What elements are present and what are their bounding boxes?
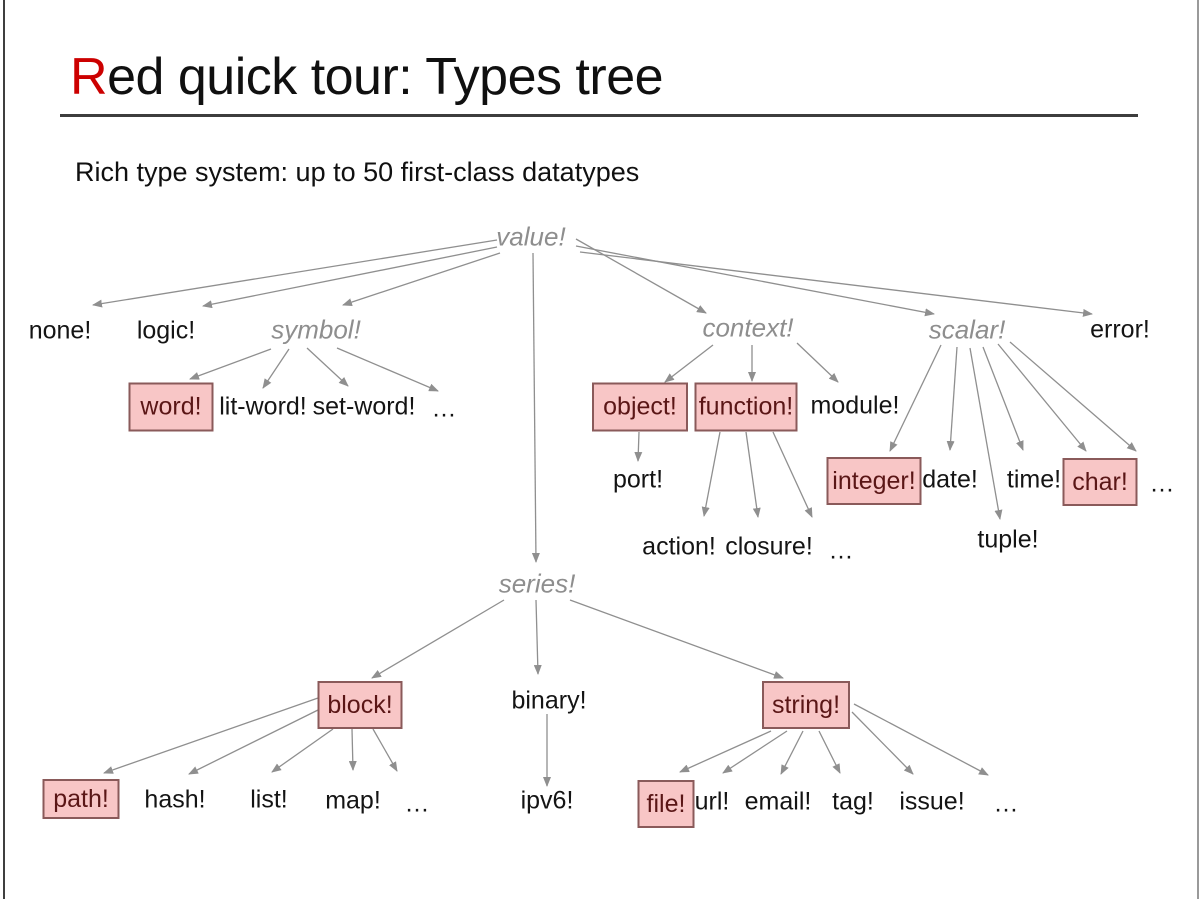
node-hash: hash! xyxy=(144,785,206,814)
node-char: char! xyxy=(1062,458,1138,506)
node-string: string! xyxy=(762,681,850,729)
edge-block-block-more xyxy=(372,728,398,772)
edge-symbol-word xyxy=(189,348,272,380)
node-tuple: tuple! xyxy=(977,525,1039,554)
edge-value-none xyxy=(92,239,498,308)
edge-function-function-more xyxy=(772,431,813,518)
edge-scalar-date xyxy=(946,346,958,451)
node-issue: issue! xyxy=(899,787,965,816)
edge-string-url xyxy=(722,730,788,774)
edge-scalar-integer xyxy=(889,344,942,452)
edge-object-port xyxy=(634,431,643,462)
node-time: time! xyxy=(1006,465,1062,494)
node-tag: tag! xyxy=(832,787,874,816)
edge-string-issue xyxy=(851,711,914,775)
node-scalar: scalar! xyxy=(928,314,1006,345)
node-error: error! xyxy=(1090,315,1150,344)
edge-series-string xyxy=(569,599,784,679)
node-scalar-more: … xyxy=(1149,469,1175,498)
node-context: context! xyxy=(702,312,794,343)
edge-value-error xyxy=(579,251,1093,317)
node-closure: closure! xyxy=(725,532,813,561)
node-integer: integer! xyxy=(826,457,922,505)
node-block: block! xyxy=(317,681,403,729)
node-block-more: … xyxy=(404,789,430,818)
title-divider xyxy=(60,114,1138,117)
edge-series-binary xyxy=(533,599,542,675)
edge-block-list xyxy=(271,728,334,773)
edge-scalar-char xyxy=(997,343,1087,452)
edge-string-string-more xyxy=(853,703,989,776)
edge-symbol-lit-word xyxy=(262,348,290,389)
edge-string-email xyxy=(780,730,804,775)
edge-value-symbol xyxy=(342,252,501,306)
node-logic: logic! xyxy=(136,316,196,345)
slide-right-border xyxy=(1197,0,1199,899)
edge-series-block xyxy=(371,599,505,679)
edge-string-file xyxy=(679,730,772,773)
edge-symbol-symbol-more xyxy=(336,347,439,392)
title-rest: ed quick tour: Types tree xyxy=(107,48,664,106)
edge-group xyxy=(92,238,1137,787)
node-string-more: … xyxy=(993,789,1019,818)
node-function: function! xyxy=(694,382,798,432)
edge-scalar-scalar-more xyxy=(1009,341,1137,452)
node-function-more: … xyxy=(828,536,854,565)
node-map: map! xyxy=(325,786,381,815)
node-word: word! xyxy=(128,382,214,432)
node-date: date! xyxy=(922,465,978,494)
edge-block-hash xyxy=(188,709,319,775)
node-module: module! xyxy=(810,391,900,420)
slide-left-border xyxy=(3,0,5,899)
edge-value-scalar xyxy=(575,245,935,317)
page-title: Red quick tour: Types tree xyxy=(70,48,664,106)
edge-context-module xyxy=(796,342,839,383)
edge-string-tag xyxy=(818,730,841,774)
edge-symbol-set-word xyxy=(306,347,349,387)
node-value: value! xyxy=(496,221,566,252)
node-binary: binary! xyxy=(511,686,587,715)
node-set-word: set-word! xyxy=(312,392,416,421)
node-email: email! xyxy=(744,787,812,816)
node-symbol: symbol! xyxy=(271,314,361,345)
node-lit-word: lit-word! xyxy=(219,392,307,421)
node-file: file! xyxy=(637,780,695,828)
edge-value-context xyxy=(575,238,707,314)
edge-value-logic xyxy=(202,246,498,309)
node-none: none! xyxy=(28,316,92,345)
node-action: action! xyxy=(642,532,716,561)
subtitle: Rich type system: up to 50 first-class d… xyxy=(75,157,640,187)
edge-scalar-tuple xyxy=(969,347,1003,520)
node-url: url! xyxy=(694,787,730,816)
edge-function-action xyxy=(701,431,721,517)
node-path: path! xyxy=(42,779,120,819)
title-accent-letter: R xyxy=(70,48,108,106)
edge-value-series xyxy=(531,252,540,563)
node-series: series! xyxy=(498,568,576,599)
edge-block-path xyxy=(103,697,319,774)
node-object: object! xyxy=(592,382,688,432)
node-port: port! xyxy=(612,465,664,494)
node-ipv6: ipv6! xyxy=(520,786,574,815)
edge-function-closure xyxy=(745,431,761,518)
node-symbol-more: … xyxy=(431,394,457,423)
edge-context-object xyxy=(664,344,714,383)
edge-block-map xyxy=(348,728,357,771)
node-list: list! xyxy=(250,785,288,814)
edge-scalar-time xyxy=(982,346,1024,451)
